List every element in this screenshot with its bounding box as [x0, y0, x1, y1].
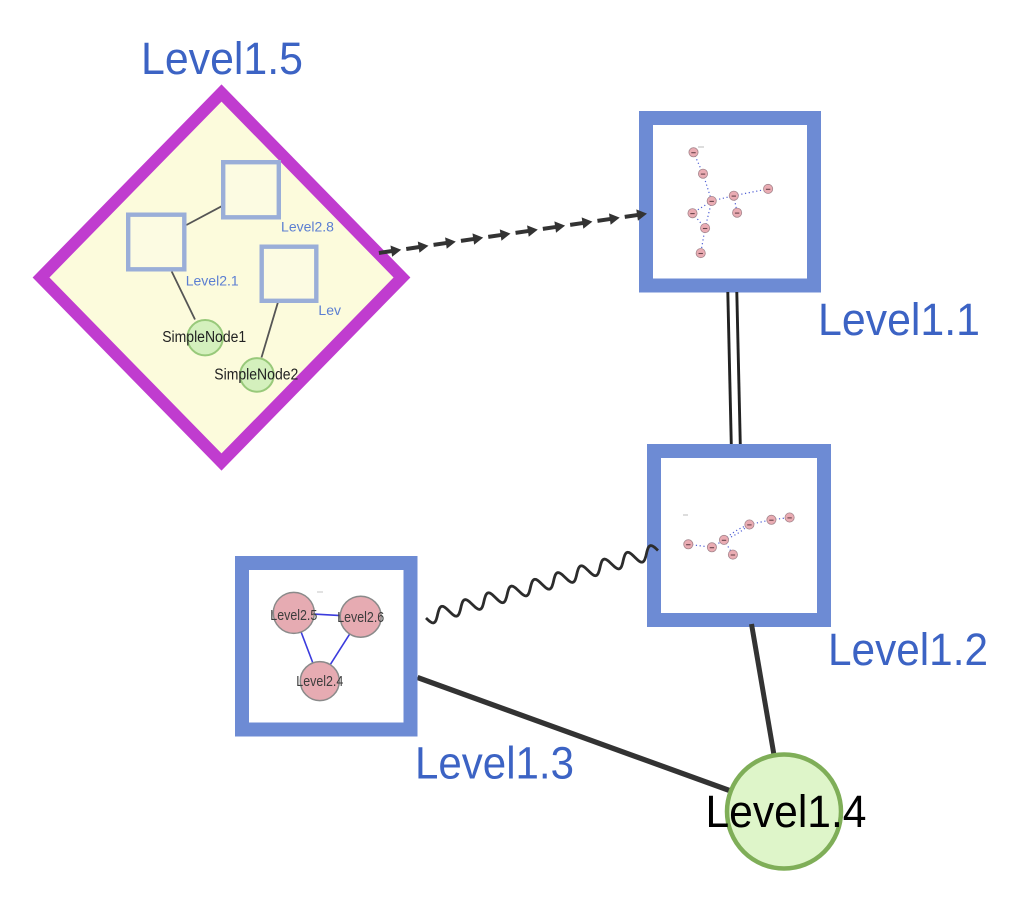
svg-text:Level2.5: Level2.5 — [270, 608, 317, 624]
svg-text:SimpleNode1: SimpleNode1 — [162, 329, 246, 346]
svg-text:Level2.1: Level2.1 — [186, 273, 239, 289]
svg-text:Level2.6: Level2.6 — [337, 610, 384, 626]
svg-text:Level2.8: Level2.8 — [281, 219, 334, 235]
svg-text:Level1.1: Level1.1 — [818, 294, 980, 345]
svg-text:Level1.3: Level1.3 — [415, 738, 574, 789]
svg-text:Level2.4: Level2.4 — [296, 674, 343, 690]
svg-text:Level1.4: Level1.4 — [706, 786, 867, 837]
svg-text:Level1.5: Level1.5 — [141, 33, 303, 84]
svg-text:Lev: Lev — [318, 302, 341, 318]
svg-text:SimpleNode2: SimpleNode2 — [214, 367, 298, 384]
svg-text:Level1.2: Level1.2 — [828, 624, 988, 675]
